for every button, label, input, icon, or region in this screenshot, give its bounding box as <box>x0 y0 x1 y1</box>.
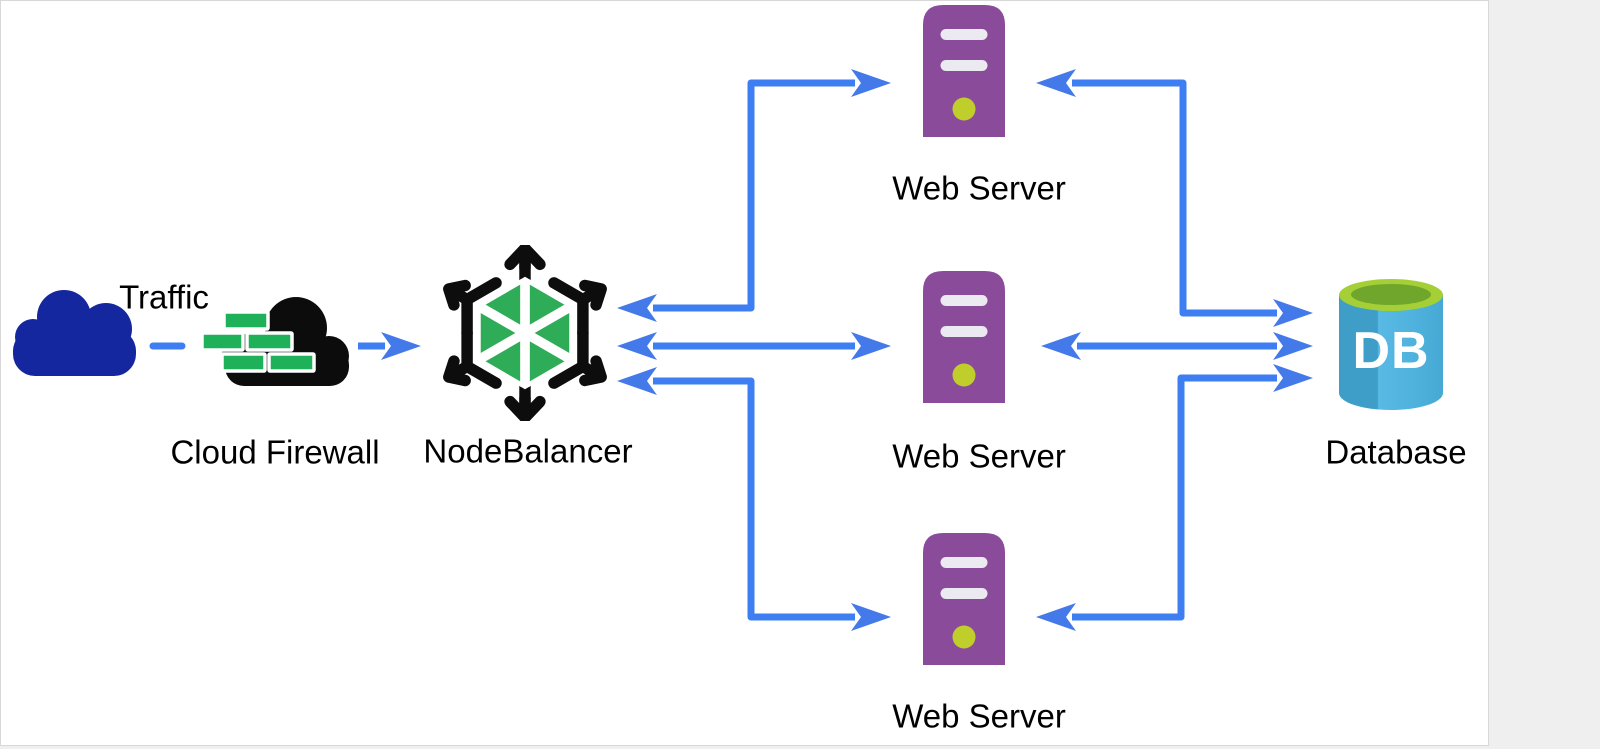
firewall-icon <box>201 297 349 386</box>
diagram-canvas: DB Traffic Cloud Firewall NodeBalancer W… <box>0 0 1489 746</box>
edge-nodebalancer-webserver-3 <box>617 367 891 631</box>
server-icon <box>923 533 1005 665</box>
label-cloud-firewall: Cloud Firewall <box>170 433 380 471</box>
label-traffic: Traffic <box>119 278 209 316</box>
label-web-server-3: Web Server <box>892 697 1066 735</box>
database-badge: DB <box>1352 322 1430 380</box>
traffic-cloud-icon <box>13 290 136 376</box>
edge-webserver-1-database <box>1036 69 1313 327</box>
node-cloud-firewall <box>201 288 351 400</box>
server-icon <box>923 5 1005 137</box>
database-icon <box>1339 279 1443 410</box>
edge-nodebalancer-webserver-1 <box>617 69 891 322</box>
node-web-server-2 <box>923 271 1005 403</box>
server-icon <box>923 271 1005 403</box>
label-nodebalancer: NodeBalancer <box>423 432 633 470</box>
node-nodebalancer <box>437 245 613 421</box>
right-margin <box>1489 0 1600 749</box>
label-database: Database <box>1325 433 1467 471</box>
node-database <box>1339 277 1443 415</box>
node-traffic <box>9 285 139 377</box>
label-web-server-1: Web Server <box>892 169 1066 207</box>
edge-webserver-3-database <box>1036 364 1313 631</box>
nodebalancer-icon <box>437 245 613 421</box>
label-web-server-2: Web Server <box>892 437 1066 475</box>
node-web-server-3 <box>923 533 1005 665</box>
node-web-server-1 <box>923 5 1005 137</box>
connector-layer <box>149 69 1313 631</box>
